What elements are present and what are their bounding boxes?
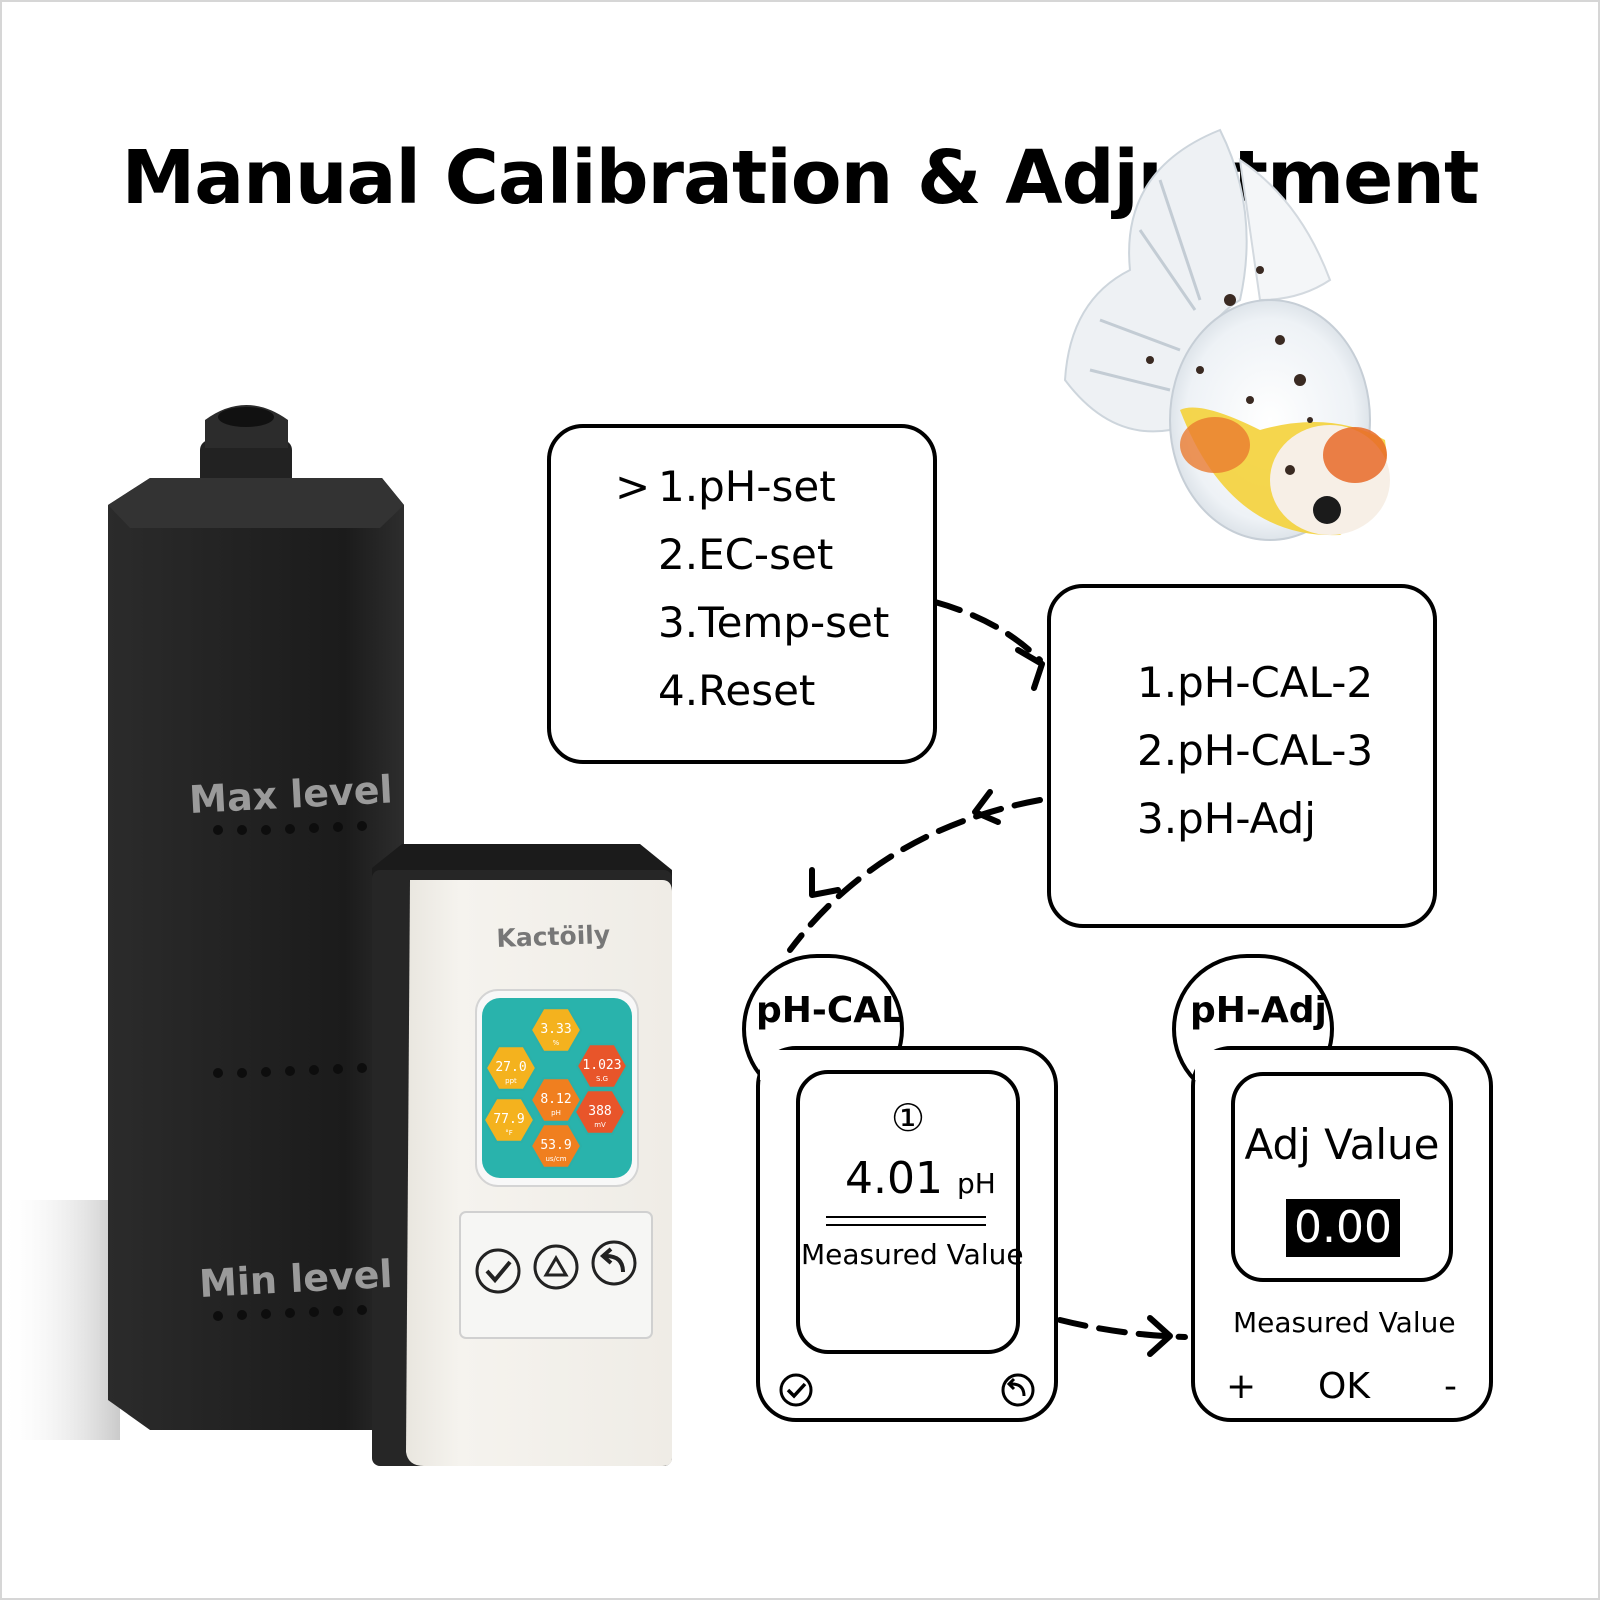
- reading-value: 27.0: [495, 1060, 526, 1075]
- fish-tail: [1063, 128, 1332, 433]
- menu-item-ec-set[interactable]: 2.EC-set: [658, 530, 834, 579]
- reading-hex: [575, 1043, 629, 1089]
- ph-cal-value: 4.01 pH: [845, 1153, 996, 1204]
- reading-unit: us/cm: [545, 1155, 566, 1163]
- ph-cal-value-number: 4.01: [845, 1153, 943, 1204]
- reading-unit: pH: [551, 1109, 561, 1117]
- ph-cal-back-icon: [1001, 1373, 1035, 1407]
- ph-adj-caption: Measured Value: [1233, 1306, 1456, 1339]
- arrowhead-2: [972, 789, 1001, 825]
- ph-adj-value[interactable]: 0.00: [1286, 1199, 1400, 1257]
- reading-value: 8.12: [540, 1092, 571, 1107]
- reading-value: 53.9: [540, 1138, 571, 1153]
- ph-adj-minus-button[interactable]: -: [1444, 1366, 1457, 1407]
- reading-value: 388: [588, 1104, 611, 1119]
- arrowhead-4: [1147, 1315, 1173, 1357]
- floor-shadow: [0, 1200, 120, 1440]
- ph-adj-heading: Adj Value: [1244, 1120, 1440, 1169]
- ph-cal-caption: Measured Value: [801, 1238, 1024, 1271]
- ph-cal-tab-label: pH-CAL: [756, 990, 905, 1031]
- reading-hex: [573, 1089, 627, 1135]
- menu-item-ph-set[interactable]: 1.pH-set: [658, 462, 836, 511]
- ph-menu-item-adj[interactable]: 3.pH-Adj: [1137, 794, 1316, 843]
- controller-brand-logo: Kactöily: [496, 920, 611, 953]
- reading-unit: S.G: [596, 1075, 608, 1083]
- reading-hex: [529, 1077, 583, 1123]
- menu-item-temp-set[interactable]: 3.Temp-set: [658, 598, 890, 647]
- reading-hex: [482, 1097, 536, 1143]
- reading-value: 1.023: [582, 1058, 621, 1073]
- ph-menu-item-cal-3[interactable]: 2.pH-CAL-3: [1137, 726, 1374, 775]
- reading-unit: °F: [505, 1129, 513, 1137]
- ph-adj-plus-button[interactable]: +: [1226, 1366, 1257, 1407]
- arrow-menu-to-ph: [932, 599, 1043, 663]
- reading-value: 77.9: [493, 1112, 524, 1127]
- controller-buttons: [475, 1240, 637, 1294]
- reading-unit: %: [553, 1039, 560, 1047]
- ph-menu-box: [1047, 584, 1437, 928]
- reading-unit: ppt: [505, 1077, 517, 1085]
- menu-item-reset[interactable]: 4.Reset: [658, 666, 816, 715]
- arrow-cal-to-adj: [1057, 1317, 1188, 1340]
- menu-cursor: >: [615, 462, 651, 511]
- arrowhead-1: [1015, 647, 1045, 691]
- main-menu-box: [547, 424, 937, 764]
- ph-menu-item-cal-2[interactable]: 1.pH-CAL-2: [1137, 658, 1374, 707]
- probe-holes: [213, 821, 367, 1321]
- ph-cal-value-unit: pH: [956, 1167, 996, 1200]
- arrowhead-3: [809, 867, 841, 898]
- reading-hex: [484, 1045, 538, 1091]
- reading-hex: [529, 1123, 583, 1169]
- reading-value: 3.33: [540, 1022, 571, 1037]
- ph-cal-step: ①: [890, 1096, 926, 1140]
- ph-cal-check-icon: [779, 1373, 813, 1407]
- ph-adj-ok-button[interactable]: OK: [1318, 1366, 1370, 1407]
- ph-cal-screen: [796, 1070, 1020, 1354]
- reading-hex: [529, 1007, 583, 1053]
- ph-cal-divider: [826, 1216, 986, 1226]
- probe-body: [108, 478, 404, 1430]
- arrow-ph-to-cal: [787, 797, 1043, 953]
- reading-unit: mV: [594, 1121, 606, 1129]
- ph-adj-tab-label: pH-Adj: [1190, 990, 1327, 1031]
